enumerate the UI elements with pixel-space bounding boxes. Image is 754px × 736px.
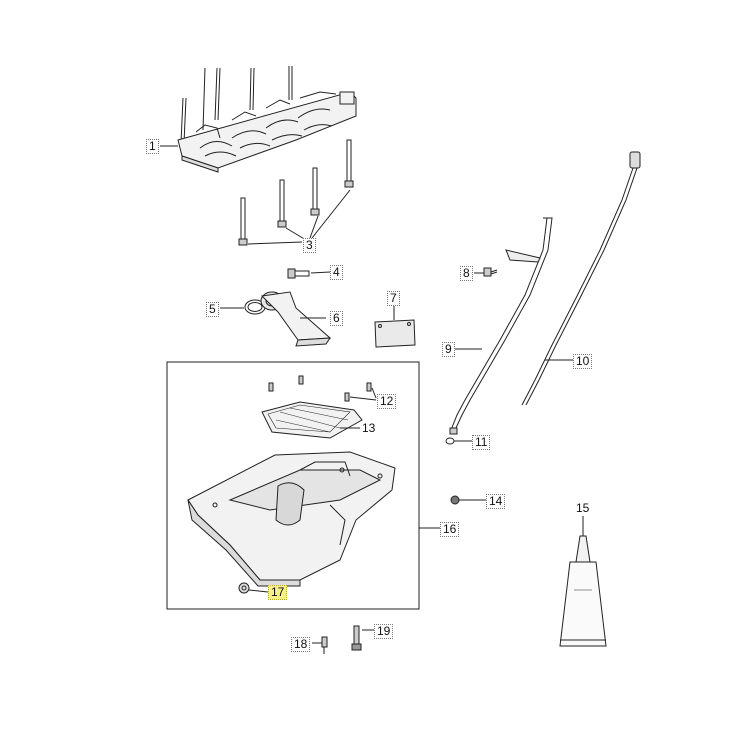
callout-13[interactable]: 13 [360, 421, 378, 435]
callout-18[interactable]: 18 [291, 637, 311, 652]
part-14-plug[interactable] [450, 495, 486, 505]
part-15-sealant-tube[interactable] [559, 516, 607, 647]
part-8-bolt[interactable] [474, 267, 498, 277]
part-3-bolts[interactable] [238, 139, 354, 246]
part-1-bedplate[interactable] [160, 66, 357, 173]
callout-15[interactable]: 15 [574, 501, 592, 515]
callout-7[interactable]: 7 [387, 291, 400, 306]
callout-19[interactable]: 19 [374, 624, 394, 639]
part-12-pan-bolts[interactable] [268, 375, 377, 402]
part-6-pickup-tube[interactable] [260, 291, 332, 347]
callout-10[interactable]: 10 [573, 354, 593, 369]
part-18-bolt[interactable] [312, 636, 328, 654]
part-17-drain-plug[interactable] [238, 582, 269, 594]
part-11-washer[interactable] [445, 437, 472, 445]
part-5-o-ring[interactable] [220, 299, 266, 315]
callout-9[interactable]: 9 [442, 342, 455, 357]
callout-5[interactable]: 5 [206, 302, 219, 317]
callout-14[interactable]: 14 [486, 494, 506, 509]
part-7-baffle[interactable] [374, 305, 416, 348]
part-13-windage-tray[interactable] [261, 401, 363, 439]
callout-8[interactable]: 8 [460, 266, 473, 281]
part-19-bolt[interactable] [351, 625, 374, 651]
part-16-oil-pan-group[interactable] [166, 361, 440, 610]
callout-11[interactable]: 11 [472, 435, 491, 450]
callout-6[interactable]: 6 [330, 311, 343, 326]
callout-17[interactable]: 17 [268, 585, 288, 600]
callout-16[interactable]: 16 [440, 522, 460, 537]
callout-4[interactable]: 4 [330, 265, 343, 280]
part-4-bolt[interactable] [287, 268, 331, 279]
part-10-dipstick[interactable] [521, 151, 641, 406]
callout-12[interactable]: 12 [377, 394, 397, 409]
callout-3[interactable]: 3 [303, 238, 316, 253]
callout-1[interactable]: 1 [146, 139, 159, 154]
part-9-dipstick-tube[interactable] [449, 217, 553, 435]
